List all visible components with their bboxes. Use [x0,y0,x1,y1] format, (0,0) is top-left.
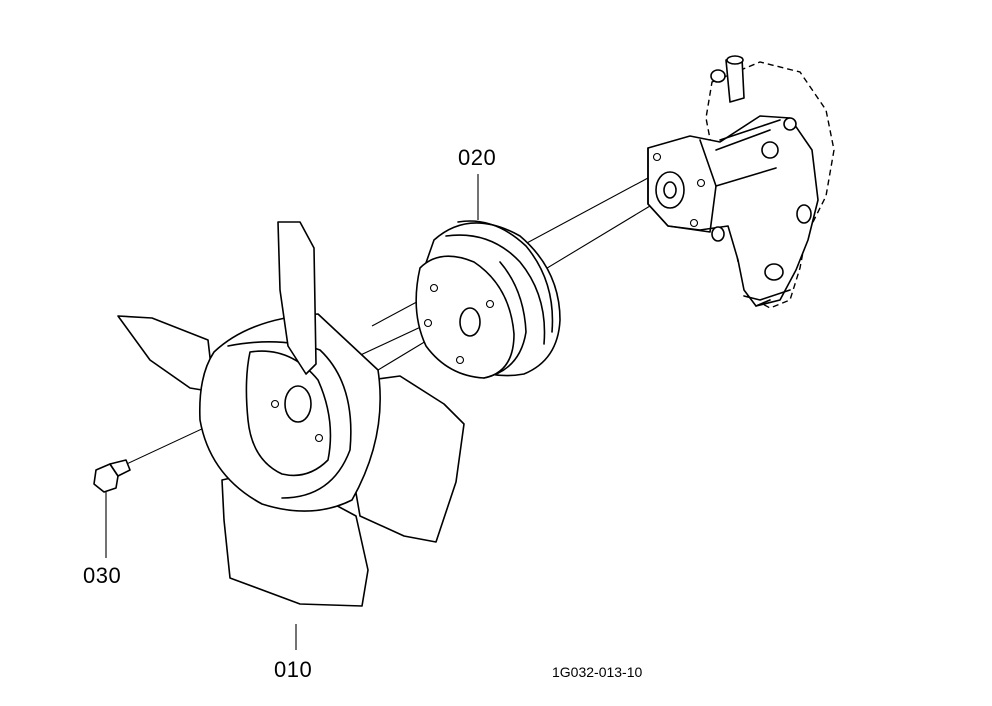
part-label-pulley: 020 [458,145,497,170]
water-pump-drawing [647,55,835,309]
leader-lines [105,174,479,650]
part-label-fan: 010 [274,657,313,682]
part-label-bolt: 030 [83,563,122,588]
cooling-fan-drawing [117,221,465,607]
bolt-drawing [93,459,131,493]
reference-code: 1G032-013-10 [552,664,643,680]
fan-pulley-drawing [415,220,561,379]
